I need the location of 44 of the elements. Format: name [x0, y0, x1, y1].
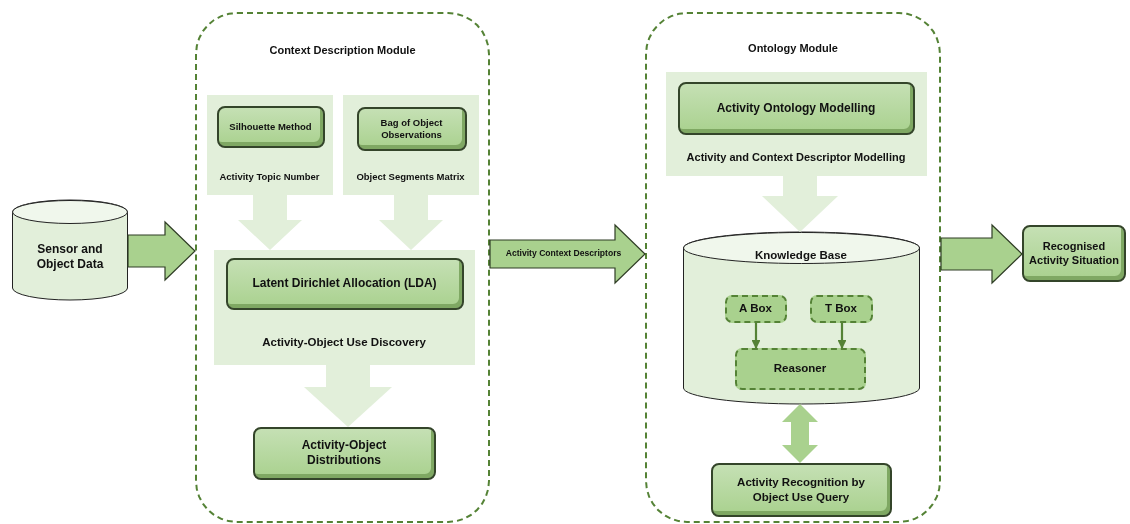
- block-arrow: [379, 195, 443, 250]
- group-panel: [206, 94, 333, 195]
- box-label: Latent Dirichlet Allocation (LDA): [252, 276, 437, 291]
- block-arrow: [940, 223, 1023, 285]
- cylinder-label: Sensor and Object Data: [35, 242, 105, 272]
- block-arrow: [762, 176, 838, 232]
- module-container: [645, 12, 941, 523]
- arrow: [751, 323, 761, 349]
- panel-caption: Activity-Object Use Discovery: [261, 334, 427, 349]
- box-label: Reasoner: [773, 361, 827, 376]
- edge-label: Activity Context Descriptors: [504, 248, 623, 258]
- cylinder-label: Knowledge Base: [754, 247, 848, 262]
- box-label: Silhouette Method: [229, 120, 312, 133]
- module-title: Ontology Module: [747, 42, 839, 56]
- block-arrow: [489, 223, 646, 285]
- box-label: Recognised Activity Situation: [1028, 239, 1120, 268]
- arrow: [837, 323, 847, 349]
- panel-caption: Activity and Context Descriptor Modelling: [685, 150, 907, 165]
- process-box: [225, 257, 464, 310]
- block-arrow: [238, 195, 302, 250]
- block-arrow: [127, 220, 196, 282]
- box-label: Activity-Object Distributions: [300, 438, 388, 468]
- process-box: [1022, 225, 1126, 282]
- process-box: [356, 106, 467, 151]
- dashed-process-box: [724, 294, 787, 323]
- panel-caption: Activity Topic Number: [218, 170, 321, 183]
- block-arrow: [304, 365, 392, 427]
- box-label: A Box: [739, 301, 772, 316]
- process-box: [252, 426, 436, 480]
- panel-caption: Object Segments Matrix: [355, 170, 466, 183]
- box-label: T Box: [825, 301, 857, 316]
- block-arrow: [782, 404, 818, 463]
- dashed-process-box: [734, 347, 866, 390]
- box-label: Bag of Object Observations: [379, 116, 444, 141]
- module-title: Context Description Module: [268, 44, 417, 58]
- group-panel: [213, 249, 475, 365]
- process-box: [216, 105, 325, 148]
- process-box: [677, 81, 915, 135]
- box-label: Activity Recognition by Object Use Query: [736, 475, 866, 504]
- box-label: Activity Ontology Modelling: [716, 100, 876, 116]
- process-box: [710, 462, 892, 517]
- group-panel: [665, 71, 927, 176]
- module-container: [195, 12, 490, 523]
- group-panel: [342, 94, 479, 195]
